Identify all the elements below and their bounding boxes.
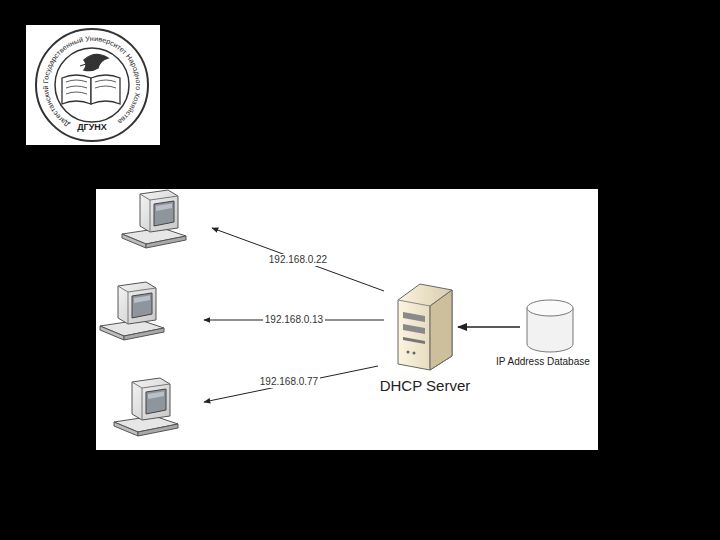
ip-address: 192.168.0.13 (263, 314, 325, 326)
address-arrow (212, 228, 384, 291)
address-arrow (204, 366, 378, 402)
node-label: DHCP Server (380, 377, 471, 394)
diagram-panel (96, 189, 598, 450)
database-node: IP Address Database (496, 298, 596, 372)
server-icon (398, 284, 452, 370)
ip-address: 192.168.0.77 (258, 376, 320, 388)
book-emblem (62, 54, 120, 104)
server-node: DHCP Server (380, 283, 473, 397)
ip-address: 192.168.0.22 (267, 254, 329, 266)
logo-arc-text: Дагестанский Государственный Университет… (42, 35, 142, 128)
node-label: IP Address Database (496, 356, 590, 368)
computer-icon (114, 378, 178, 436)
logo-inner-ring (55, 48, 129, 122)
logo-ring (36, 29, 148, 141)
computer-icon (122, 190, 186, 248)
computer-icon (100, 282, 164, 340)
logo-ground (26, 25, 160, 145)
data-arrow (458, 326, 520, 328)
database-icon (527, 300, 573, 352)
logo-abbreviation: ДГУНХ (75, 121, 109, 133)
